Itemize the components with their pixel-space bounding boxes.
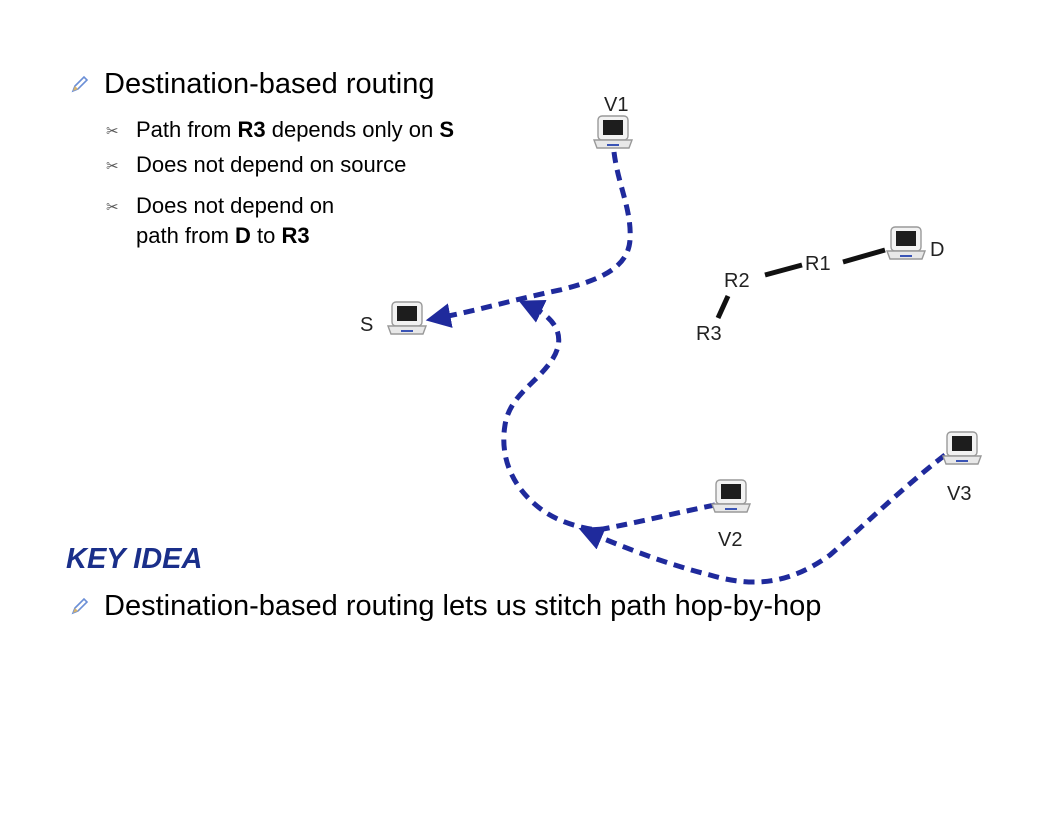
pencil-icon — [71, 597, 89, 615]
path-v2-to-merge — [501, 299, 716, 533]
label-r1: R1 — [805, 253, 831, 275]
label-r3: R3 — [696, 323, 722, 345]
scissors-icon: ✂ — [106, 123, 119, 140]
sub4-text-d: R3 — [281, 223, 310, 248]
path-v1-to-s — [425, 151, 633, 328]
sub4-text-c: to — [250, 223, 282, 248]
sub4-text-a: path from — [136, 223, 236, 248]
label-v2: V2 — [718, 529, 742, 551]
sub1-text-c: depends only on — [265, 117, 440, 142]
label-v1: V1 — [604, 94, 628, 116]
bullet-destination-routing: Destination-based routing — [70, 66, 434, 102]
pencil-icon — [71, 75, 89, 93]
sub-bullet-1: ✂ Path from R3 depends only on S — [106, 116, 454, 145]
sub1-text-a: Path from — [136, 117, 238, 142]
sub-bullet-3-continuation: path from D to R3 — [136, 222, 310, 249]
link-d-r1 — [842, 247, 886, 265]
label-v3: V3 — [947, 483, 971, 505]
laptop-icon-s — [387, 301, 427, 335]
laptop-icon-v1 — [593, 115, 633, 149]
sub1-text-b: R3 — [237, 117, 266, 142]
laptop-icon-v2 — [711, 479, 751, 513]
scissors-icon: ✂ — [106, 199, 119, 216]
key-idea-heading: KEY IDEA — [66, 543, 203, 575]
label-r2: R2 — [724, 270, 750, 292]
path-v3-to-merge — [578, 453, 947, 585]
bullet-main-text: Destination-based routing — [104, 68, 435, 100]
label-d: D — [930, 239, 944, 261]
sub4-text-b: D — [235, 223, 251, 248]
laptop-icon-v3 — [942, 431, 982, 465]
label-s: S — [360, 314, 373, 336]
link-r2-r3 — [715, 294, 731, 320]
sub2-text: Does not depend on source — [136, 152, 407, 177]
scissors-icon: ✂ — [106, 158, 119, 175]
laptop-icon-d — [886, 226, 926, 260]
sub-bullet-2: ✂ Does not depend on source — [106, 151, 406, 180]
sub3-text: Does not depend on — [136, 193, 335, 218]
bullet-key-idea: Destination-based routing lets us stitch… — [70, 588, 821, 624]
link-r1-r2 — [764, 262, 803, 278]
key-idea-text: Destination-based routing lets us stitch… — [104, 590, 822, 622]
sub-bullet-3: ✂ Does not depend on — [106, 192, 334, 221]
sub1-text-d: S — [439, 117, 454, 142]
